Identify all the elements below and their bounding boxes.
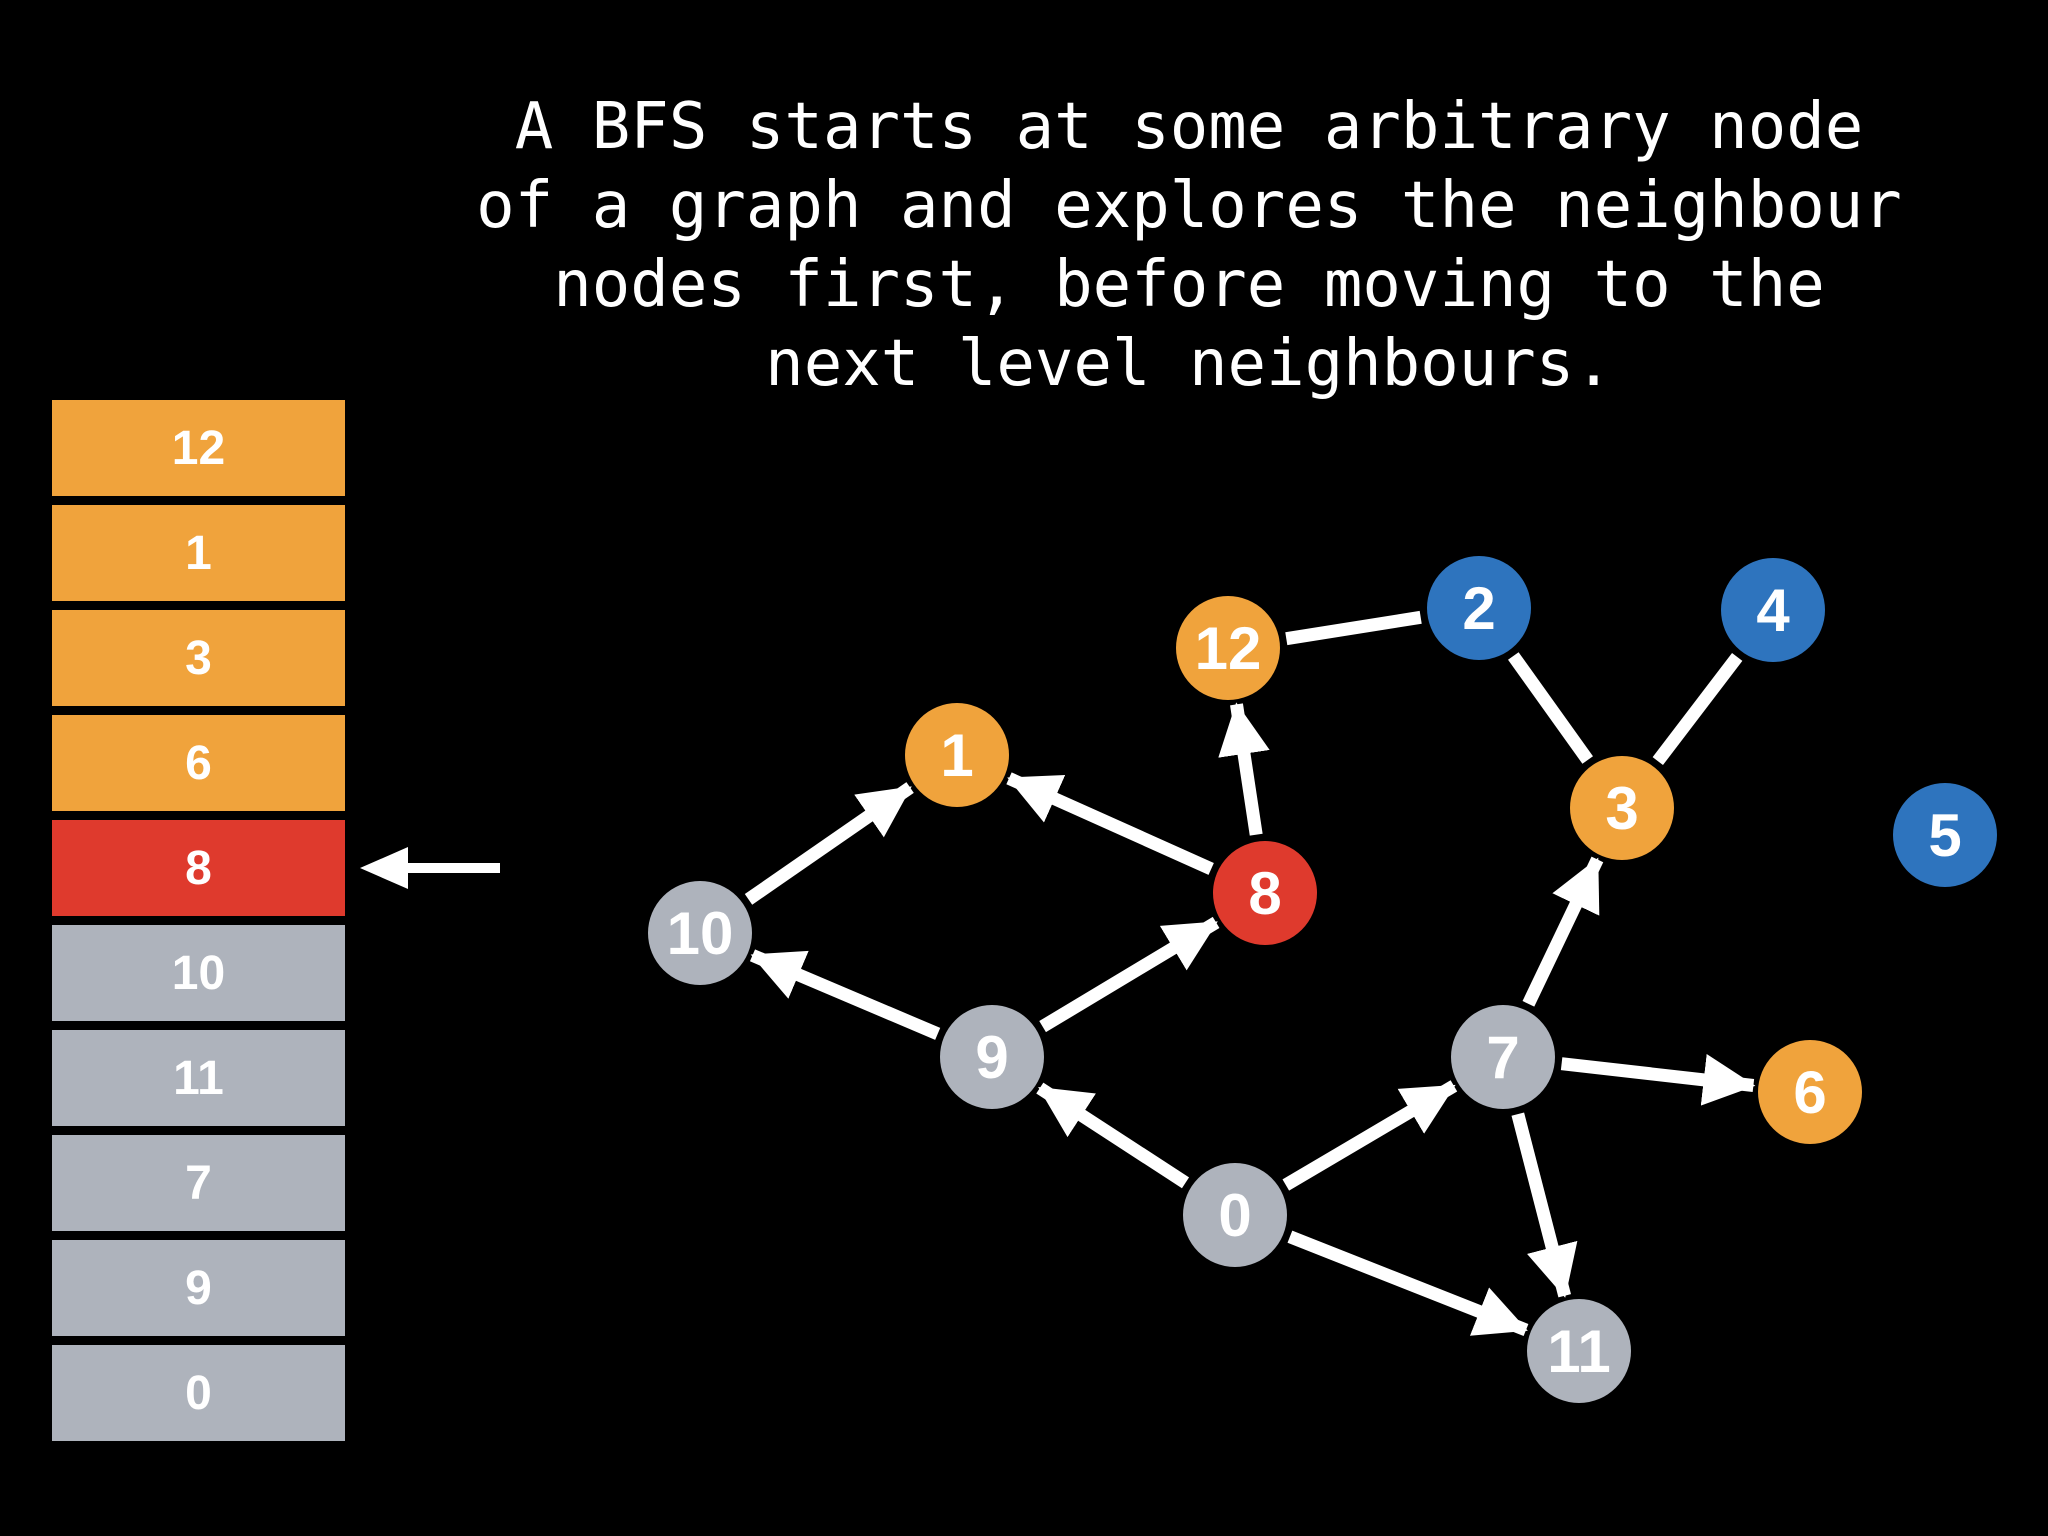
graph-node-circle	[1527, 1299, 1631, 1403]
graph-node-4: 4	[1721, 558, 1825, 662]
graph-node-label: 3	[1605, 775, 1638, 842]
bfs-queue: 12 1 3 6 8 10 11 7 9 0	[52, 400, 345, 1441]
graph-node-circle	[648, 881, 752, 985]
queue-cell-label: 7	[185, 1156, 212, 1210]
queue-cell-11: 11	[52, 1030, 345, 1126]
graph-node-label: 6	[1793, 1059, 1826, 1126]
graph-edge-9-8	[1039, 916, 1220, 1033]
graph-node-circle	[1758, 1040, 1862, 1144]
queue-cell-label: 11	[173, 1051, 224, 1105]
queue-cell-0: 0	[52, 1345, 345, 1441]
graph-node-2: 2	[1427, 556, 1531, 660]
queue-cell-label: 6	[185, 736, 212, 790]
queue-cell-3: 3	[52, 610, 345, 706]
edges-layer	[744, 610, 1756, 1337]
graph-node-label: 11	[1547, 1318, 1610, 1385]
graph-node-12: 12	[1176, 596, 1280, 700]
graph-node-label: 2	[1462, 575, 1495, 642]
queue-cell-label: 0	[185, 1366, 212, 1420]
graph-node-circle	[1721, 558, 1825, 662]
graph-node-1: 1	[905, 703, 1009, 807]
graph-node-label: 1	[940, 722, 973, 789]
graph-node-label: 5	[1928, 802, 1961, 869]
graph-edge-0-9	[1036, 1082, 1190, 1189]
title-line: next level neighbours.	[765, 327, 1613, 401]
graph-edge-8-12	[1218, 702, 1270, 836]
graph-node-label: 0	[1218, 1182, 1251, 1249]
queue-cell-label: 12	[171, 421, 226, 475]
graph-node-11: 11	[1527, 1299, 1631, 1403]
graph-node-label: 10	[667, 900, 734, 967]
queue-cell-6: 6	[52, 715, 345, 811]
graph-node-circle	[905, 703, 1009, 807]
graph-edge-7-3	[1522, 856, 1604, 1007]
queue-cell-label: 10	[171, 946, 226, 1000]
graph-node-6: 6	[1758, 1040, 1862, 1144]
graph-node-label: 7	[1486, 1024, 1519, 1091]
title-line: nodes first, before moving to the	[553, 248, 1825, 322]
graph-edge-4-3	[1652, 652, 1743, 766]
graph-edge-0-7	[1282, 1080, 1458, 1191]
queue-cell-7: 7	[52, 1135, 345, 1231]
graph-edge-10-1	[744, 782, 914, 905]
queue-cell-label: 1	[185, 526, 212, 580]
graph-node-0: 0	[1183, 1163, 1287, 1267]
title-line: A BFS starts at some arbitrary node	[514, 90, 1864, 164]
graph-node-label: 4	[1756, 577, 1790, 644]
graph-node-circle	[1176, 596, 1280, 700]
graph-node-label: 8	[1248, 860, 1281, 927]
graph-node-circle	[1570, 756, 1674, 860]
queue-cell-label: 3	[185, 631, 212, 685]
title-line: of a graph and explores the neighbour	[476, 169, 1902, 243]
graph-node-circle	[1893, 783, 1997, 887]
graph-edge-7-6	[1560, 1054, 1756, 1106]
graph-node-circle	[1451, 1005, 1555, 1109]
graph-edge-0-11	[1287, 1230, 1529, 1337]
graph-node-8: 8	[1213, 841, 1317, 945]
queue-cell-1: 1	[52, 505, 345, 601]
graph-edge-9-10	[749, 949, 941, 1040]
graph-node-3: 3	[1570, 756, 1674, 860]
graph-node-7: 7	[1451, 1005, 1555, 1109]
graph-node-circle	[940, 1005, 1044, 1109]
graph-node-10: 10	[648, 881, 752, 985]
graph-node-circle	[1427, 556, 1531, 660]
nodes-layer: 1 12 2 4 3 5 8 10 9 7 6 0 11	[648, 556, 1997, 1403]
queue-cell-label: 9	[185, 1261, 212, 1315]
queue-cell-label: 8	[185, 841, 212, 895]
queue-cell-9: 9	[52, 1240, 345, 1336]
graph-node-circle	[1183, 1163, 1287, 1267]
queue-cell-10: 10	[52, 925, 345, 1021]
queue-cell-8: 8	[52, 820, 345, 916]
graph-edge-12-2	[1285, 610, 1422, 646]
graph-edge-8-1	[1006, 772, 1214, 875]
graph-node-5: 5	[1893, 783, 1997, 887]
graph-node-circle	[1213, 841, 1317, 945]
graph-node-9: 9	[940, 1005, 1044, 1109]
graph-node-label: 12	[1195, 615, 1262, 682]
queue-cell-12: 12	[52, 400, 345, 496]
queue-pointer-arrow-icon	[360, 847, 500, 889]
graph-edge-7-11	[1511, 1112, 1578, 1298]
graph-edge-2-3	[1508, 652, 1593, 764]
graph-node-label: 9	[975, 1024, 1008, 1091]
